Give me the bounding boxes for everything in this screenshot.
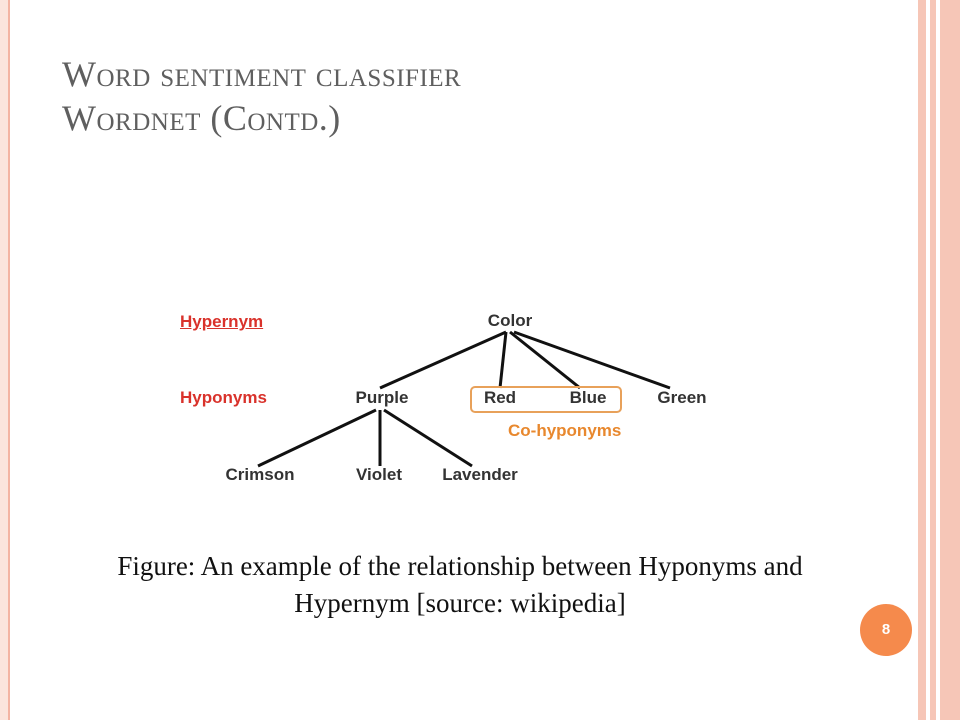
slide-title: Word sentiment classifier Wordnet (Contd… [62,52,902,140]
left-border [0,0,10,720]
tree-edges [257,330,671,468]
node-purple: Purple [355,388,409,407]
edge-purple-lavender [383,408,473,468]
edge-color-purple [379,330,507,390]
hypernym-label: Hypernym [180,312,264,331]
hyponyms-label: Hyponyms [180,388,267,407]
right-stripe [940,0,960,720]
node-violet: Violet [356,465,402,484]
edge-color-blue [509,330,581,390]
node-green: Green [657,388,707,407]
page-number-badge: 8 [860,604,912,656]
edge-color-green [513,330,671,390]
edge-color-red [498,331,508,389]
node-lavender: Lavender [442,465,518,484]
node-red: Red [483,388,517,407]
right-stripe [918,0,926,720]
node-crimson: Crimson [225,465,295,484]
cohyponyms-box [470,386,622,413]
right-stripe [930,0,936,720]
node-color: Color [487,311,533,330]
node-blue: Blue [569,388,607,407]
right-stripe-gap [936,0,940,720]
right-stripe-gap [926,0,930,720]
slide-title-line1: Word sentiment classifier [62,54,462,94]
figure-caption: Figure: An example of the relationship b… [117,551,803,618]
slide-title-line2: Wordnet (Contd.) [62,98,341,138]
cohyponyms-label: Co-hyponyms [508,421,622,440]
hyponym-tree-diagram: Hypernym Hyponyms Co-hyponyms Color Purp… [170,300,730,500]
edge-purple-crimson [257,408,377,468]
